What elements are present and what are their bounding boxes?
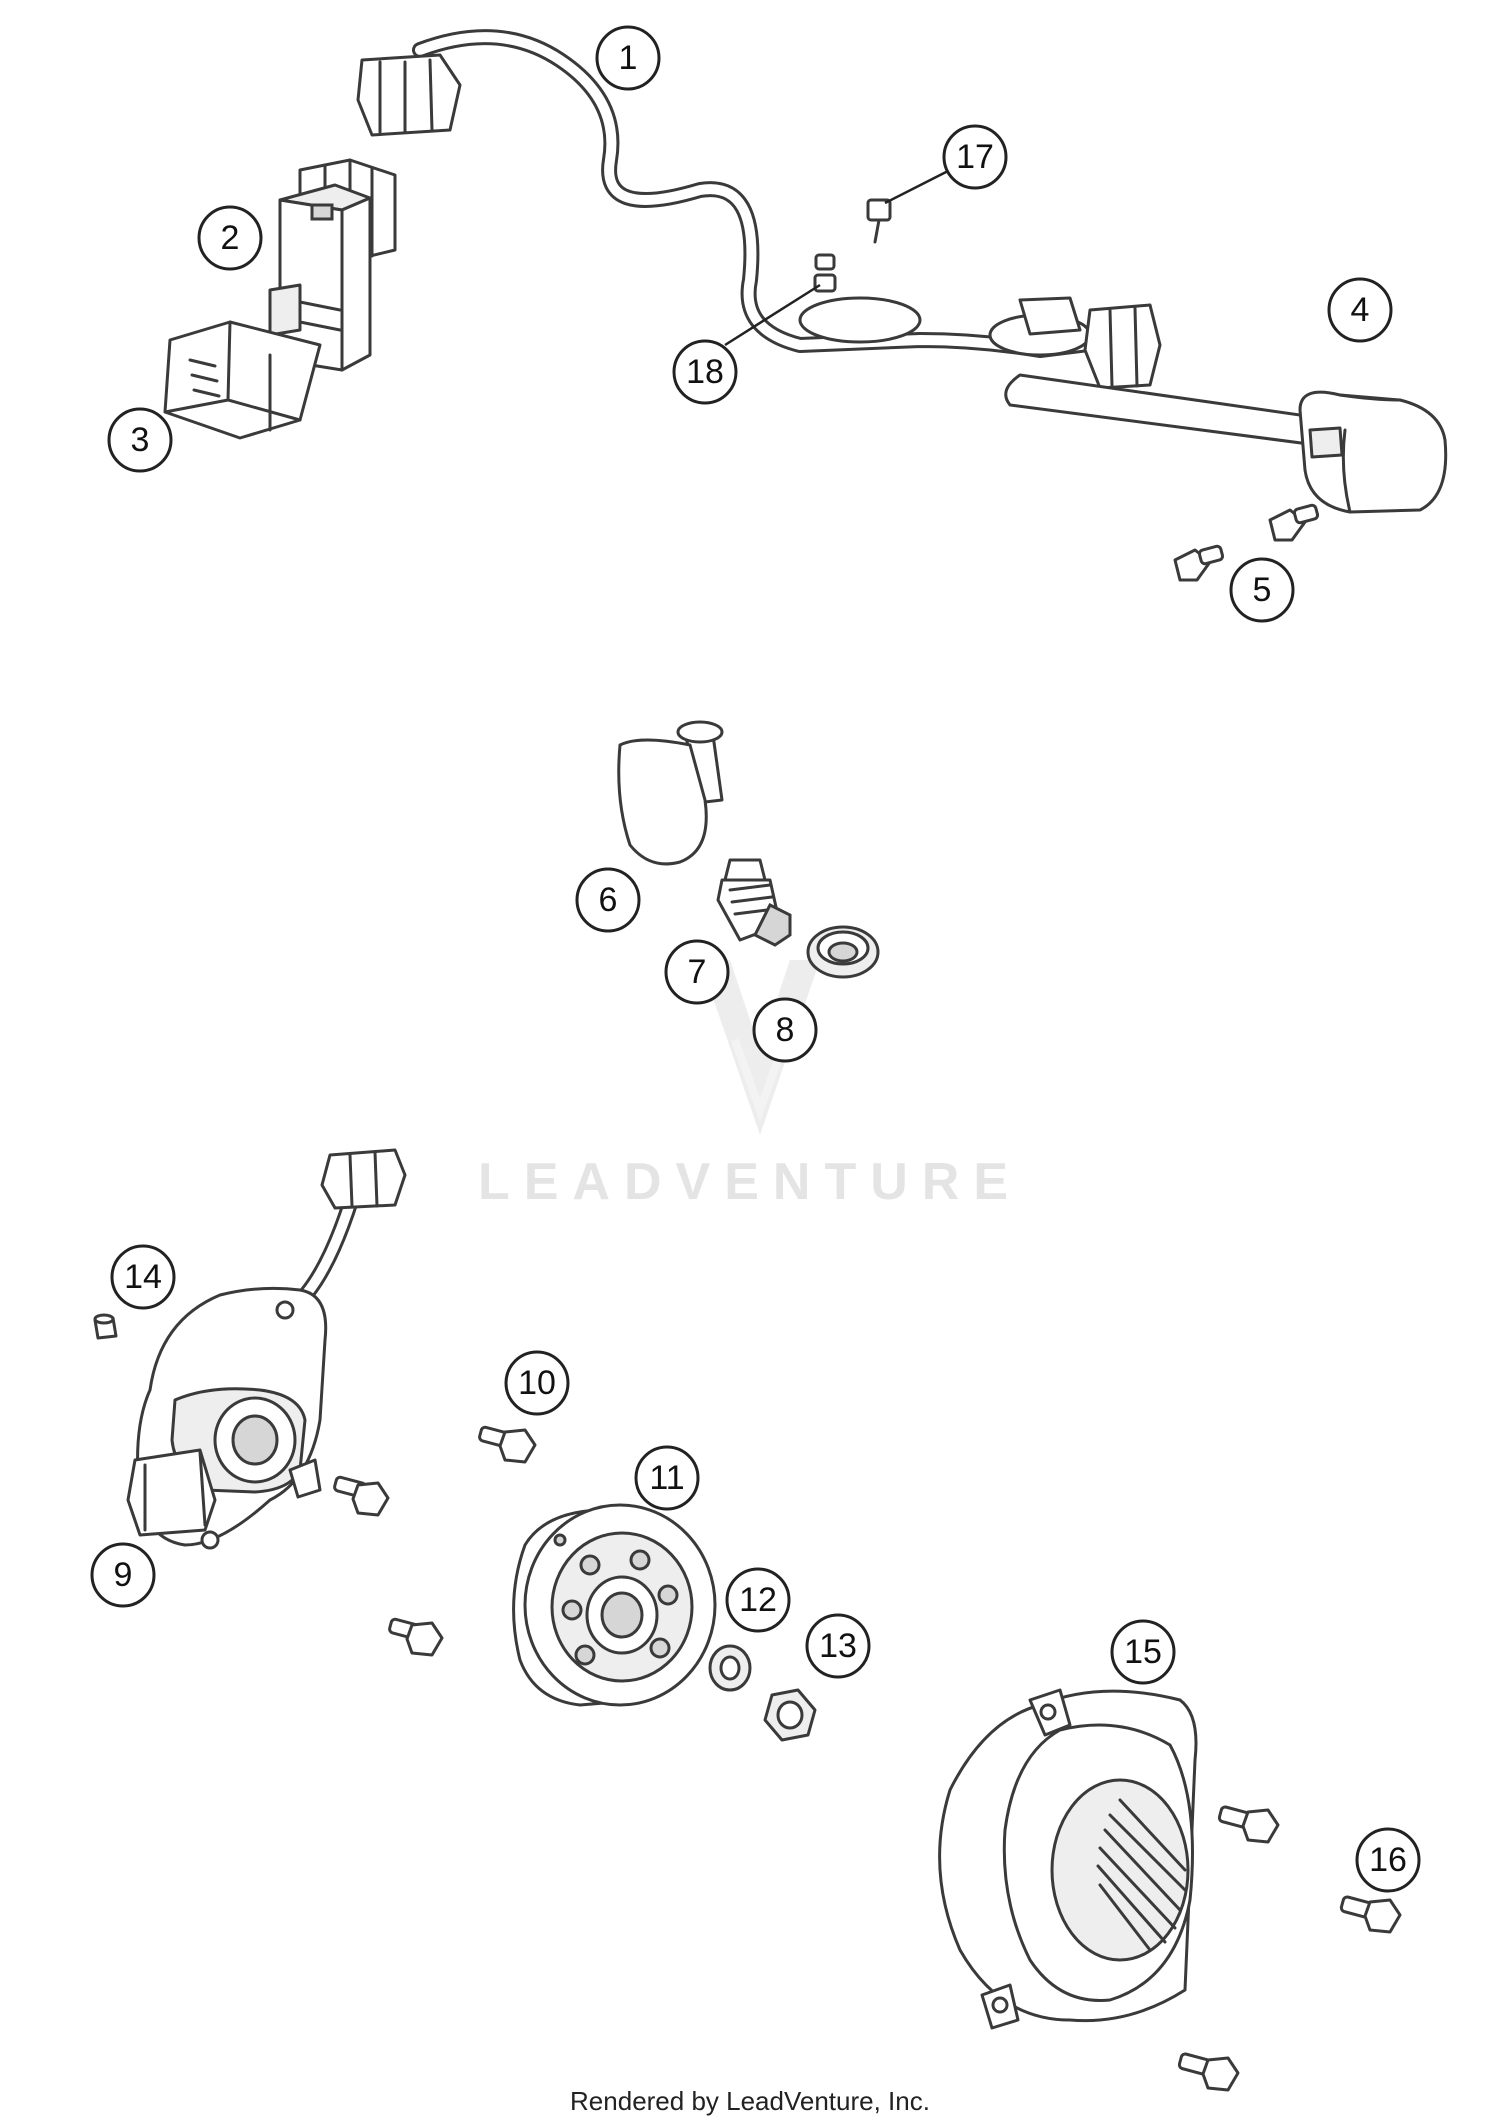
callout-6: 6 [575, 867, 641, 933]
svg-text:6: 6 [599, 881, 618, 919]
callout-15: 15 [1110, 1619, 1176, 1685]
washer [708, 1644, 752, 1692]
callout-1: 1 [595, 25, 661, 91]
callout-13: 13 [805, 1613, 871, 1679]
svg-text:8: 8 [776, 1011, 795, 1049]
footer-credit: Rendered by LeadVenture, Inc. [570, 2086, 930, 2116]
flywheel-nut [763, 1688, 817, 1742]
stator [126, 1148, 407, 1550]
screw-17 [866, 198, 892, 244]
svg-text:17: 17 [956, 138, 994, 176]
svg-text:14: 14 [124, 1258, 162, 1296]
watermark-text: LEADVENTURE [477, 1153, 1023, 1211]
ignition-coil [1004, 373, 1448, 514]
callout-18: 18 [672, 339, 738, 405]
callout-2: 2 [197, 205, 263, 271]
callout-5: 5 [1229, 557, 1295, 623]
svg-text:13: 13 [819, 1627, 857, 1665]
callout-11: 11 [634, 1445, 700, 1511]
svg-text:16: 16 [1369, 1841, 1407, 1879]
svg-text:18: 18 [686, 353, 724, 391]
spark-plug [716, 858, 792, 947]
svg-text:12: 12 [739, 1581, 777, 1619]
svg-text:10: 10 [518, 1364, 556, 1402]
ignition-cover [938, 1688, 1198, 2030]
callout-14: 14 [110, 1244, 176, 1310]
svg-text:1: 1 [619, 39, 638, 77]
wiring-harness [356, 29, 1162, 390]
svg-text:3: 3 [131, 421, 150, 459]
coil-bolt-2 [1173, 544, 1225, 582]
svg-text:9: 9 [114, 1556, 133, 1594]
coil-bolt-1 [1268, 503, 1320, 542]
callout-9: 9 [90, 1542, 156, 1608]
leader-17 [884, 168, 951, 205]
callout-12: 12 [725, 1567, 791, 1633]
callout-7: 7 [664, 939, 730, 1005]
bracket [163, 320, 322, 440]
control-unit [268, 158, 397, 372]
stator-bolt-1 [478, 1425, 537, 1464]
svg-text:5: 5 [1253, 571, 1272, 609]
callout-16: 16 [1355, 1827, 1421, 1893]
spark-plug-cap [617, 720, 724, 866]
callout-3: 3 [107, 407, 173, 473]
callout-17: 17 [942, 124, 1008, 190]
svg-text:7: 7 [688, 953, 707, 991]
svg-text:2: 2 [221, 219, 240, 257]
cover-bolt-2 [1339, 1895, 1402, 1934]
callout-8: 8 [752, 997, 818, 1063]
flywheel [512, 1503, 717, 1707]
callout-4: 4 [1327, 277, 1393, 343]
stator-bolt-3 [388, 1617, 444, 1657]
svg-text:11: 11 [649, 1459, 684, 1497]
svg-text:15: 15 [1124, 1633, 1162, 1671]
leader-18 [724, 283, 821, 347]
seal-ring [806, 925, 880, 979]
svg-text:4: 4 [1351, 291, 1370, 329]
screw-18 [813, 253, 837, 293]
stator-bolt-2 [333, 1475, 390, 1517]
dowel-pin [93, 1313, 118, 1340]
callout-10: 10 [504, 1350, 570, 1416]
cover-bolt-1 [1217, 1805, 1280, 1844]
cover-bolt-3 [1177, 2052, 1240, 2092]
